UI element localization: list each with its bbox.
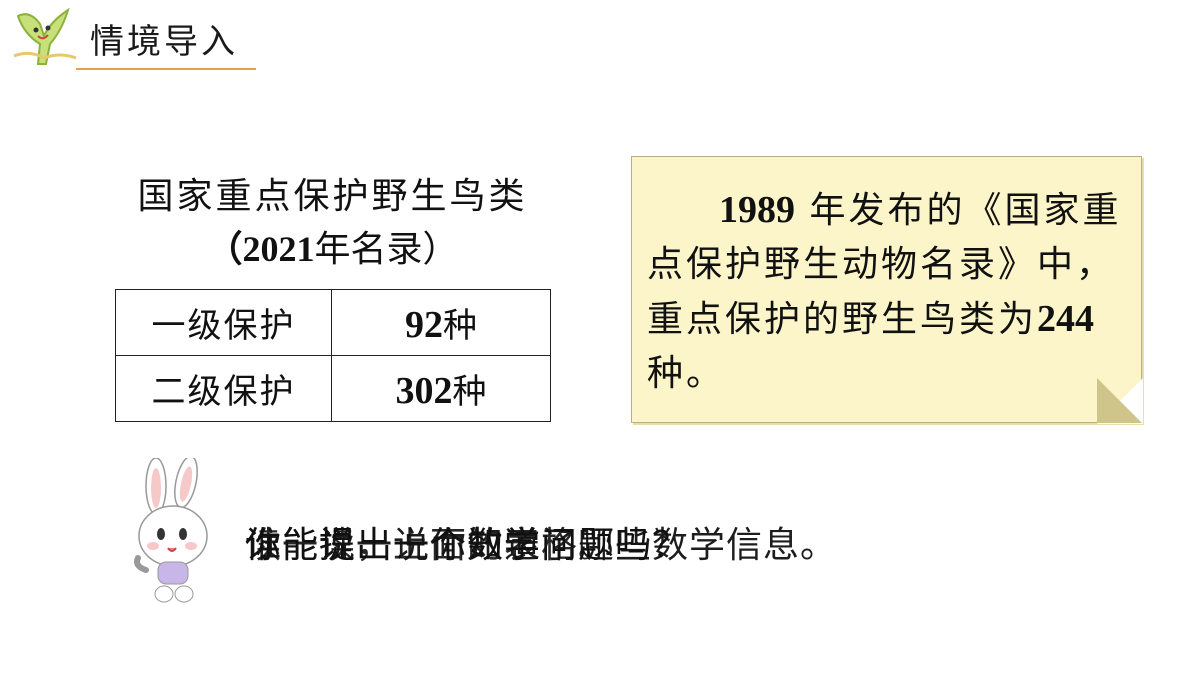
table-subtitle: （2021年名录）	[206, 229, 459, 270]
rabbit-mascot-icon	[134, 458, 208, 603]
table-row: 一级保护 92种	[115, 289, 551, 356]
title-underline	[76, 68, 256, 70]
row-count: 302种	[331, 355, 551, 422]
note-text: 1989 年发布的《国家重点保护野生动物名录》中，重点保护的野生鸟类为244种。	[647, 189, 1122, 394]
info-note: 1989 年发布的《国家重点保护野生动物名录》中，重点保护的野生鸟类为244种。	[631, 156, 1143, 424]
prompt-question: 你能提出一个数学问题吗？	[245, 525, 690, 566]
page-title: 情境导入	[90, 22, 238, 62]
table-title: 国家重点保护野生鸟类	[137, 176, 528, 217]
row-category: 二级保护	[115, 355, 332, 422]
prompt-read: 读一读，上面的表格。	[245, 525, 616, 566]
row-category: 一级保护	[115, 289, 332, 356]
bird-protection-table: 一级保护 92种 二级保护 302种	[115, 289, 551, 422]
row-count: 92种	[331, 289, 551, 356]
table-row: 二级保护 302种	[115, 355, 551, 422]
leaf-y-logo-icon	[13, 7, 77, 65]
prompt-area: 你能提出一个数学问题吗？ 谁能说一说你知道了哪些数学信息。 读一读，上面的表格。	[245, 522, 1145, 572]
prompt-info: 谁能说一说你知道了哪些数学信息。	[245, 525, 838, 566]
note-folded-corner	[1097, 378, 1142, 423]
